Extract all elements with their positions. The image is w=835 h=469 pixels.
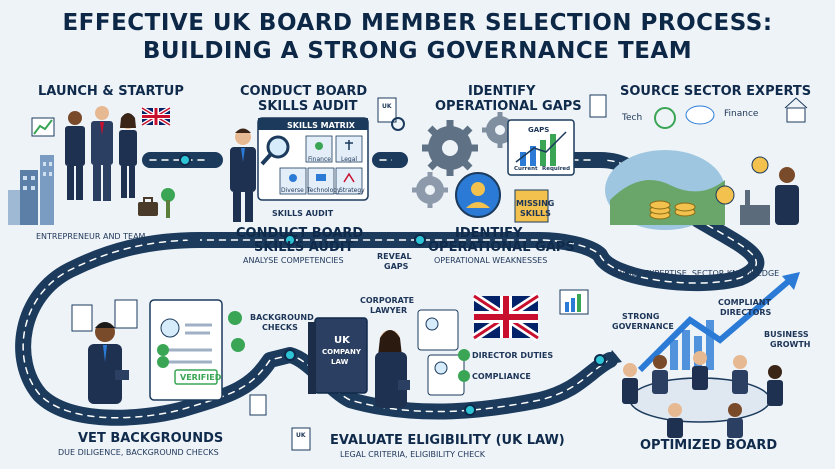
stage-label-experts: SOURCE SECTOR EXPERTS [620, 84, 811, 99]
gaps-chart-current: Current [514, 166, 538, 172]
stage-caption-audit: ANALYSE COMPETENCIES [243, 256, 344, 265]
stage-label-audit-line-1: CONDUCT BOARD [240, 84, 367, 99]
candidate-cards [418, 310, 464, 395]
law-book-line-2: COMPANY [322, 348, 361, 356]
skills-matrix-title: SKILLS MATRIX [287, 121, 355, 130]
stage-caption-launch: ENTREPRENEUR AND TEAM [36, 232, 145, 241]
diversity-icon [289, 174, 297, 182]
gear-icon [412, 172, 448, 208]
stage-label-audit-line-2: SKILLS AUDIT [258, 99, 357, 114]
road-node [465, 405, 475, 415]
bar-chart-icon [560, 290, 588, 314]
skills-audit-tag: SKILLS AUDIT [272, 209, 333, 218]
stage-caption-gaps: OPERATIONAL WEAKNESSES [434, 256, 547, 265]
person-icon [91, 106, 113, 201]
compliance-label: COMPLIANCE [472, 372, 531, 381]
gaps-chart-title: GAPS [528, 126, 549, 134]
gear-person-icon [456, 173, 500, 217]
compliant-directors-line-1: COMPLIANT [718, 298, 771, 307]
sector-finance-label: Finance [724, 109, 758, 119]
matrix-item-technology: Technology [307, 187, 341, 194]
stage-label-eligibility: EVALUATE ELIGIBILITY (UK LAW) [330, 433, 565, 448]
corporate-lawyer-line-2: LAWYER [370, 306, 407, 315]
business-growth-line-1: BUSINESS [764, 330, 809, 339]
stage-label-launch: LAUNCH & STARTUP [38, 84, 184, 99]
person-icon [119, 113, 137, 198]
strong-governance-line-2: GOVERNANCE [612, 322, 674, 331]
law-book-line-1: UK [334, 335, 350, 346]
road-node [415, 235, 425, 245]
stage-label-gaps-mid-line-1: IDENTIFY [455, 226, 522, 241]
law-book-line-3: LAW [331, 358, 348, 366]
stage-label-audit-mid-line-1: CONDUCT BOARD [236, 226, 363, 241]
missing-skills-line-1: MISSING [516, 199, 554, 208]
finance-icon [315, 142, 323, 150]
stage-label-gaps-line-1: IDENTIFY [468, 84, 535, 99]
background-checks-line-1: BACKGROUND [250, 313, 314, 322]
stage-label-audit-mid-line-2: SKILLS AUDIT [254, 240, 353, 255]
reveal-gaps-line-2: GAPS [384, 262, 408, 271]
reveal-gaps-line-1: REVEAL [377, 252, 412, 261]
stage-caption-vet: DUE DILIGENCE, BACKGROUND CHECKS [58, 448, 219, 457]
cloud-icon [686, 106, 714, 124]
eligibility-illustration [292, 290, 588, 450]
road-node [180, 155, 190, 165]
verified-stamp-text: VERIFIED [180, 373, 221, 382]
stage-label-gaps-mid-line-2: OPERATIONAL GAPS [428, 240, 575, 255]
director-duties-label: DIRECTOR DUTIES [472, 351, 553, 360]
gear-icon [422, 120, 478, 176]
audit-doc-tag: UK [382, 103, 392, 110]
factory-icon [740, 190, 770, 225]
investigator-person-icon [88, 322, 129, 404]
road-node [595, 355, 605, 365]
matrix-item-legal: Legal [341, 156, 357, 163]
road-node [285, 350, 295, 360]
corporate-lawyer-line-1: CORPORATE [360, 296, 414, 305]
stage-label-vet: VET BACKGROUNDS [78, 431, 223, 446]
uk-flag-icon [474, 296, 538, 338]
lawyer-person-icon [375, 330, 410, 408]
background-checks-line-2: CHECKS [262, 323, 298, 332]
strong-governance-line-1: STRONG [622, 312, 659, 321]
gaps-chart-required: Required [542, 166, 570, 172]
uk-company-law-book [308, 318, 367, 394]
recycle-icon [655, 108, 675, 128]
uk-flag-icon [142, 108, 170, 125]
stage-caption-eligibility: LEGAL CRITERIA, ELIGIBILITY CHECK [340, 450, 485, 459]
person-icon [65, 111, 85, 200]
stage-caption-experts: TARGET EXPERTISE, SECTOR KNOWLEDGE [610, 269, 779, 278]
dollar-bubble-icon [716, 157, 768, 204]
document-icon [590, 95, 606, 117]
missing-skills-line-2: SKILLS [520, 209, 551, 218]
matrix-item-diverse: Diverse [281, 187, 304, 194]
matrix-item-finance: Finance [308, 156, 331, 163]
stage-label-board: OPTIMIZED BOARD [640, 438, 777, 453]
stage-label-gaps-line-2: OPERATIONAL GAPS [435, 99, 582, 114]
matrix-item-strategy: Strategy [339, 187, 365, 194]
sector-tech-label: Tech [622, 113, 642, 123]
expert-person-icon [775, 167, 799, 225]
compliant-directors-line-2: DIRECTORS [720, 308, 771, 317]
technology-icon [316, 174, 326, 181]
auditor-person-icon [230, 129, 256, 223]
business-growth-line-2: GROWTH [770, 340, 811, 349]
optimized-board-illustration [622, 272, 800, 438]
eligibility-doc-tag: UK [296, 432, 306, 439]
house-icon [785, 98, 807, 122]
